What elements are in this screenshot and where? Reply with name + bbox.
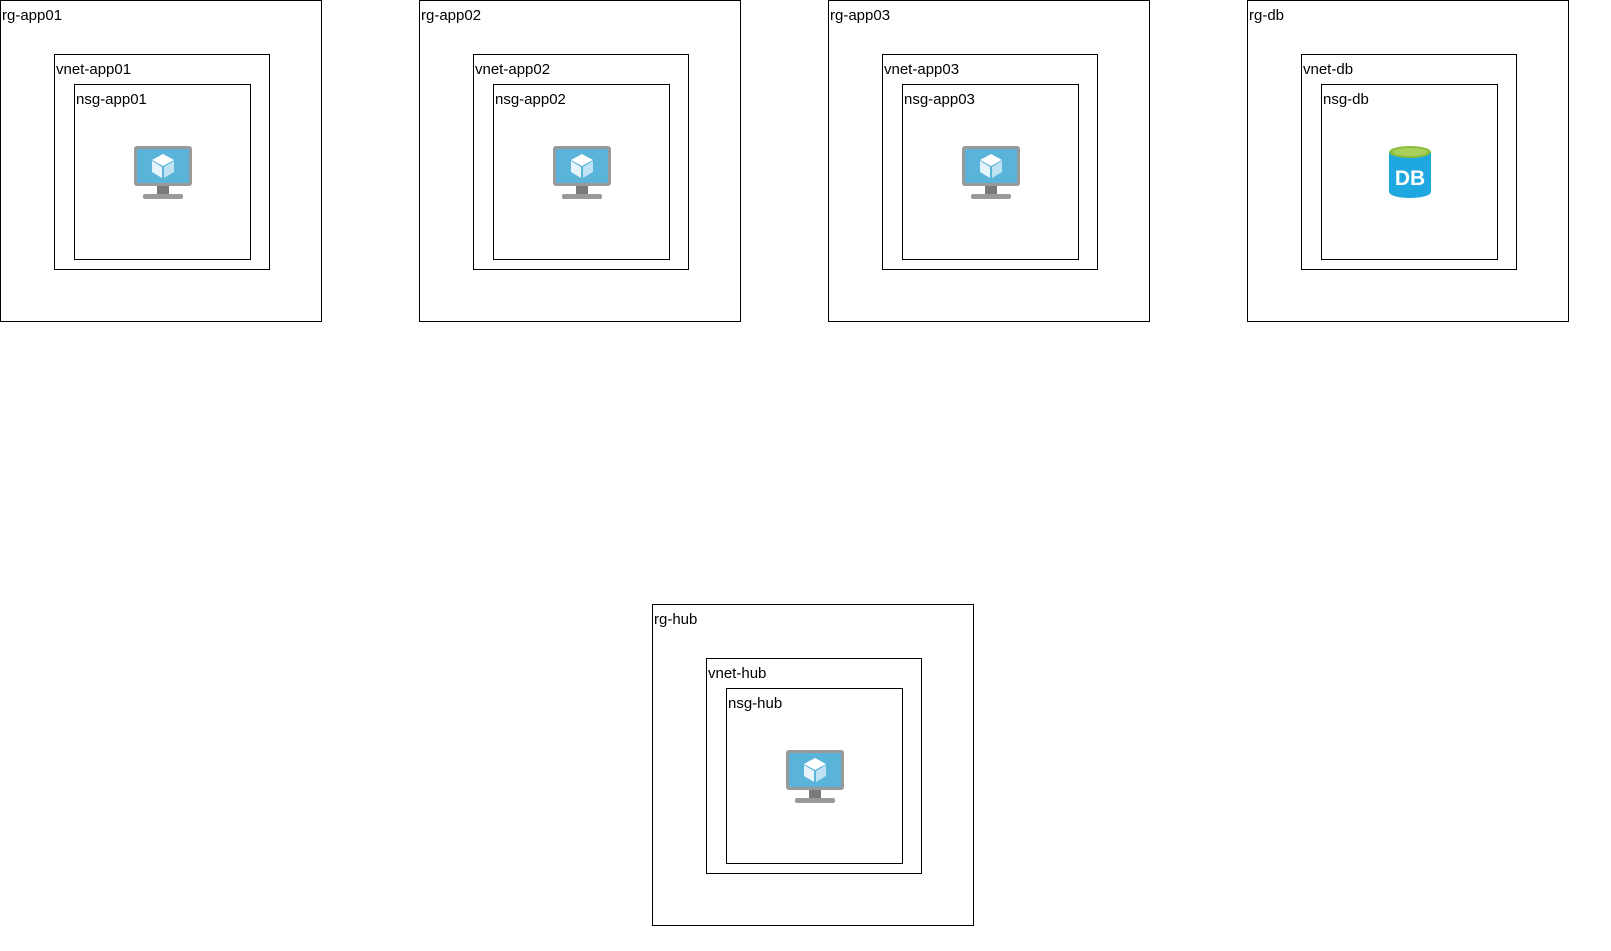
resource-group-label: rg-app01 xyxy=(2,7,63,24)
database-icon-text: DB xyxy=(1395,167,1425,190)
resource-group-label: rg-db xyxy=(1249,7,1285,24)
resource-group-rg-app01[interactable]: rg-app01 vnet-app01 nsg-app01 xyxy=(0,0,322,322)
virtual-machine-icon[interactable] xyxy=(133,145,193,201)
nsg-label: nsg-app02 xyxy=(495,91,566,108)
nsg-hub-box[interactable]: nsg-hub xyxy=(726,688,903,864)
resource-group-label: rg-hub xyxy=(654,611,698,628)
nsg-app03-box[interactable]: nsg-app03 xyxy=(902,84,1079,260)
vnet-app03-box[interactable]: vnet-app03 nsg-app03 xyxy=(882,54,1098,270)
database-icon[interactable]: DB xyxy=(1380,145,1440,201)
nsg-app02-box[interactable]: nsg-app02 xyxy=(493,84,670,260)
nsg-label: nsg-app01 xyxy=(76,91,147,108)
nsg-db-box[interactable]: nsg-db DB xyxy=(1321,84,1498,260)
resource-group-rg-hub[interactable]: rg-hub vnet-hub nsg-hub xyxy=(652,604,974,926)
nsg-label: nsg-db xyxy=(1323,91,1369,108)
vnet-label: vnet-app03 xyxy=(884,61,960,78)
virtual-machine-icon[interactable] xyxy=(785,749,845,805)
resource-group-label: rg-app02 xyxy=(421,7,482,24)
virtual-machine-icon[interactable] xyxy=(552,145,612,201)
resource-group-rg-app02[interactable]: rg-app02 vnet-app02 nsg-app02 xyxy=(419,0,741,322)
vnet-app02-box[interactable]: vnet-app02 nsg-app02 xyxy=(473,54,689,270)
nsg-label: nsg-hub xyxy=(728,695,783,712)
virtual-machine-icon[interactable] xyxy=(961,145,1021,201)
vnet-label: vnet-app01 xyxy=(56,61,132,78)
resource-group-rg-app03[interactable]: rg-app03 vnet-app03 nsg-app03 xyxy=(828,0,1150,322)
nsg-app01-box[interactable]: nsg-app01 xyxy=(74,84,251,260)
resource-group-label: rg-app03 xyxy=(830,7,891,24)
vnet-hub-box[interactable]: vnet-hub nsg-hub xyxy=(706,658,922,874)
nsg-label: nsg-app03 xyxy=(904,91,975,108)
vnet-label: vnet-app02 xyxy=(475,61,551,78)
vnet-label: vnet-db xyxy=(1303,61,1354,78)
resource-group-rg-db[interactable]: rg-db vnet-db nsg-db DB xyxy=(1247,0,1569,322)
vnet-app01-box[interactable]: vnet-app01 nsg-app01 xyxy=(54,54,270,270)
vnet-label: vnet-hub xyxy=(708,665,767,682)
vnet-db-box[interactable]: vnet-db nsg-db DB xyxy=(1301,54,1517,270)
